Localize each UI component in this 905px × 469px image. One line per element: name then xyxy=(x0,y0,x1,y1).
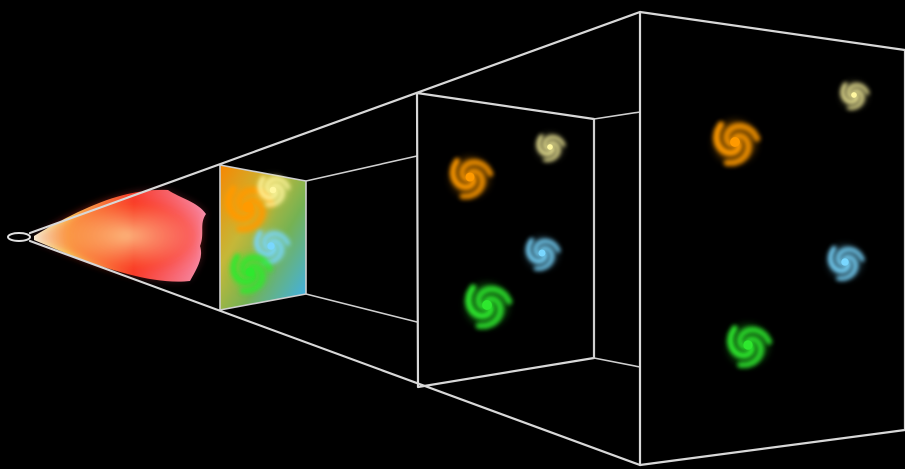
galaxy-core xyxy=(482,300,492,310)
galaxy-core xyxy=(267,242,274,249)
galaxy-core xyxy=(246,268,255,277)
galaxy-core xyxy=(547,144,553,150)
galaxy-core xyxy=(538,249,545,256)
galaxy-core xyxy=(851,92,857,98)
galaxy-core xyxy=(743,340,752,349)
galaxy-core xyxy=(270,187,277,194)
galaxy-core xyxy=(243,202,254,213)
galaxy-core xyxy=(465,172,474,181)
galaxy-core xyxy=(730,137,740,147)
galaxy-core xyxy=(841,258,849,266)
